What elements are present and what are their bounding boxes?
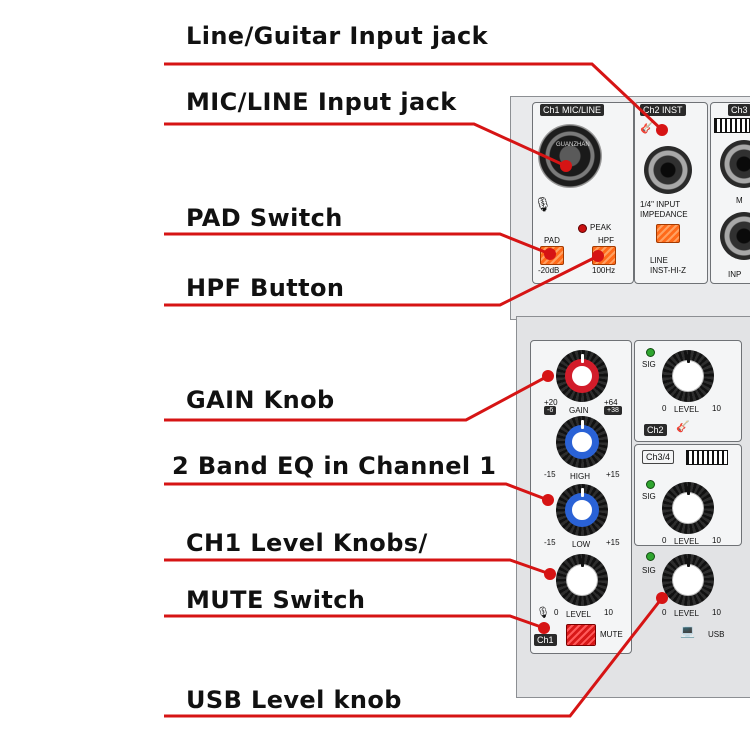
gain-right-top: +64 [604, 398, 618, 407]
mic-line-combo-jack[interactable] [538, 124, 602, 188]
low-label: LOW [572, 540, 591, 549]
eq-high-knob[interactable] [556, 416, 608, 468]
inp-label: INP [728, 270, 742, 279]
impedance-switch[interactable] [656, 224, 680, 243]
ch2-level-min: 0 [662, 404, 667, 413]
ch1-tag: Ch1 [534, 634, 557, 646]
ch1-level-knob[interactable] [556, 554, 608, 606]
low-min: -15 [544, 538, 556, 547]
mute-switch[interactable] [566, 624, 596, 646]
line-guitar-input-jack[interactable] [644, 146, 692, 194]
high-max: +15 [606, 470, 620, 479]
leader-pad [164, 232, 551, 256]
gain-label: GAIN [569, 406, 589, 415]
ch2-level-label: LEVEL [674, 405, 699, 414]
callout-usb-level-knob: USB Level knob [186, 686, 402, 714]
usb-level-label: LEVEL [674, 609, 699, 618]
usb-level-max: 10 [712, 608, 721, 617]
ch2-tag: Ch2 [644, 424, 667, 436]
high-min: -15 [544, 470, 556, 479]
ch34-tag: Ch3/4 [642, 450, 675, 464]
ch2-sig-label: SIG [642, 360, 656, 369]
gain-left-top: +20 [544, 398, 558, 407]
guitar-icon: 🎸 [640, 120, 655, 134]
leader-mic-line [164, 122, 567, 168]
callout-line-guitar-input-jack: Line/Guitar Input jack [186, 22, 489, 50]
ch2-level-max: 10 [712, 404, 721, 413]
peak-led [578, 224, 587, 233]
pad-switch[interactable] [540, 246, 564, 265]
callout-hpf-button: HPF Button [186, 274, 345, 302]
peak-label: PEAK [590, 223, 612, 232]
eq-low-knob[interactable] [556, 484, 608, 536]
high-label: HIGH [570, 472, 590, 481]
callout-mute-switch: MUTE Switch [186, 586, 366, 614]
low-max: +15 [606, 538, 620, 547]
ch2-level-knob[interactable] [662, 350, 714, 402]
laptop-usb-icon: 💻 [680, 624, 695, 638]
impedance-line2: IMPEDANCE [640, 210, 688, 219]
ch1-level-min: 0 [554, 608, 559, 617]
ch34-level-max: 10 [712, 536, 721, 545]
usb-sig-label: SIG [642, 566, 656, 575]
callout-pad-switch: PAD Switch [186, 204, 343, 232]
inst-label: INST-HI-Z [650, 266, 686, 275]
ch1-level-max: 10 [604, 608, 613, 617]
mute-label: MUTE [600, 630, 623, 639]
brand-label: GUANZHAN [556, 142, 590, 148]
gain-right-bot: +38 [604, 406, 622, 415]
callout-eq: 2 Band EQ in Channel 1 [172, 452, 497, 480]
pad-value: -20dB [538, 266, 560, 275]
callout-gain-knob: GAIN Knob [186, 386, 335, 414]
gain-knob[interactable] [556, 350, 608, 402]
ch34-level-label: LEVEL [674, 537, 699, 546]
keyboard-icon [714, 118, 750, 133]
ch34-keyboard-icon [686, 450, 728, 465]
ch2-sig-led [646, 348, 655, 357]
ch3-header: Ch3 [728, 104, 750, 116]
gain-left-bot: -6 [544, 406, 557, 415]
ch34-sig-label: SIG [642, 492, 656, 501]
m-label: M [736, 196, 743, 205]
ch1-mic-icon: 🎙 [536, 607, 550, 619]
hpf-label: HPF [598, 236, 614, 245]
leader-level [164, 558, 551, 576]
ch1-header: Ch1 MIC/LINE [540, 104, 605, 116]
hpf-value: 100Hz [592, 266, 616, 275]
line-label: LINE [650, 256, 668, 265]
ch2-guitar-icon: 🎸 [676, 421, 690, 433]
impedance-line1: 1/4" INPUT [640, 200, 681, 209]
ch34-level-min: 0 [662, 536, 667, 545]
usb-label: USB [708, 630, 725, 639]
ch1-level-label: LEVEL [566, 610, 591, 619]
callout-mic-line-input-jack: MIC/LINE Input jack [186, 88, 457, 116]
ch2-inst-header: Ch2 INST [640, 104, 686, 116]
hpf-button[interactable] [592, 246, 616, 265]
ch34-sig-led [646, 480, 655, 489]
callout-ch1-level-knobs: CH1 Level Knobs/ [186, 529, 428, 557]
leader-eq [164, 482, 549, 502]
mic-icon: 🎙 [534, 196, 552, 212]
usb-level-knob[interactable] [662, 554, 714, 606]
ch34-level-knob[interactable] [662, 482, 714, 534]
leader-mute [164, 614, 545, 630]
usb-sig-led [646, 552, 655, 561]
usb-level-min: 0 [662, 608, 667, 617]
pad-label: PAD [544, 236, 560, 245]
